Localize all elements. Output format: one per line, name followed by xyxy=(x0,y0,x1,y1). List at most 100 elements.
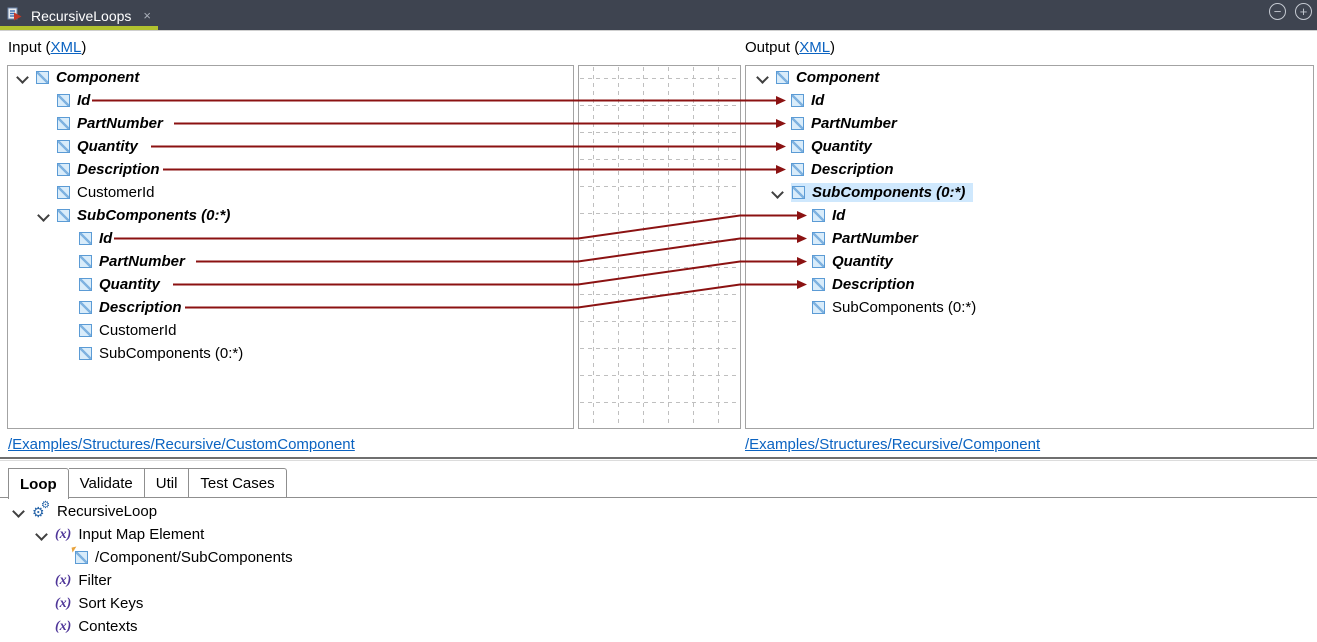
element-icon xyxy=(812,301,825,314)
loop-node-filter[interactable]: (x) Filter xyxy=(0,569,1317,592)
node-label: Quantity xyxy=(832,253,893,270)
output-structure-path-link[interactable]: /Examples/Structures/Recursive/Component xyxy=(745,436,1041,453)
element-icon xyxy=(812,209,825,222)
collapse-button[interactable]: − xyxy=(1269,3,1286,20)
input-node-id[interactable]: Id xyxy=(8,89,573,112)
input-node-sub-partnumber[interactable]: PartNumber xyxy=(8,250,573,273)
output-node-description[interactable]: Description xyxy=(746,158,1313,181)
node-label: Description xyxy=(832,276,915,293)
selection-highlight: SubComponents (0:*) xyxy=(791,183,974,202)
node-label: Component xyxy=(56,69,140,86)
node-label: /Component/SubComponents xyxy=(95,549,293,566)
output-node-partnumber[interactable]: PartNumber xyxy=(746,112,1313,135)
input-node-sub-customerid[interactable]: CustomerId xyxy=(8,319,573,342)
node-label: PartNumber xyxy=(99,253,185,270)
input-node-description[interactable]: Description xyxy=(8,158,573,181)
node-label: Quantity xyxy=(77,138,138,155)
tab-close-icon[interactable]: × xyxy=(143,8,151,23)
output-node-sub-quantity[interactable]: Quantity xyxy=(746,250,1313,273)
expand-button[interactable]: + xyxy=(1295,3,1312,20)
output-node-component[interactable]: Component xyxy=(746,66,1313,89)
node-label: SubComponents (0:*) xyxy=(812,184,966,201)
chevron-down-icon[interactable] xyxy=(14,70,30,86)
node-label: Sort Keys xyxy=(78,595,144,612)
chevron-down-icon[interactable] xyxy=(33,527,49,543)
output-node-sub-subcomponents[interactable]: SubComponents (0:*) xyxy=(746,296,1313,319)
node-label: SubComponents (0:*) xyxy=(99,345,244,362)
output-node-subcomponents-selected[interactable]: SubComponents (0:*) xyxy=(746,181,1313,204)
horizontal-splitter[interactable] xyxy=(0,457,1317,461)
input-node-sub-subcomponents[interactable]: SubComponents (0:*) xyxy=(8,342,573,365)
input-node-sub-id[interactable]: Id xyxy=(8,227,573,250)
output-node-sub-id[interactable]: Id xyxy=(746,204,1313,227)
input-node-partnumber[interactable]: PartNumber xyxy=(8,112,573,135)
expression-icon: (x) xyxy=(55,526,72,542)
node-label: PartNumber xyxy=(811,115,897,132)
tab-title: RecursiveLoops xyxy=(31,7,132,24)
loop-node-recursiveloop[interactable]: ⚙ ⚙ RecursiveLoop xyxy=(0,500,1317,523)
tab-validate[interactable]: Validate xyxy=(68,468,145,497)
tab-loop[interactable]: Loop xyxy=(8,468,69,499)
element-icon xyxy=(812,232,825,245)
expression-icon: (x) xyxy=(55,595,72,611)
chevron-down-icon[interactable] xyxy=(35,208,51,224)
element-icon xyxy=(791,94,804,107)
element-icon xyxy=(79,324,92,337)
loop-node-input-map-element[interactable]: (x) Input Map Element xyxy=(0,523,1317,546)
active-tab-underline xyxy=(0,26,158,30)
node-label: CustomerId xyxy=(77,184,155,201)
output-section-label: Output (XML) xyxy=(745,39,835,56)
node-label: RecursiveLoop xyxy=(57,503,158,520)
output-node-id[interactable]: Id xyxy=(746,89,1313,112)
element-icon xyxy=(57,94,70,107)
output-node-sub-partnumber[interactable]: PartNumber xyxy=(746,227,1313,250)
expression-icon: (x) xyxy=(55,572,72,588)
node-label: CustomerId xyxy=(99,322,177,339)
output-label-suffix: ) xyxy=(830,39,836,56)
element-icon xyxy=(79,232,92,245)
element-icon xyxy=(79,278,92,291)
loop-node-sort-keys[interactable]: (x) Sort Keys xyxy=(0,592,1317,615)
loop-config-tree: ⚙ ⚙ RecursiveLoop (x) Input Map Element … xyxy=(0,500,1317,638)
tab-label: Test Cases xyxy=(200,474,275,492)
input-label-text: Input ( xyxy=(8,39,51,56)
node-label: Id xyxy=(77,92,91,109)
tab-test-cases[interactable]: Test Cases xyxy=(189,468,287,497)
input-node-customerid[interactable]: CustomerId xyxy=(8,181,573,204)
output-xml-link[interactable]: XML xyxy=(799,39,831,56)
chevron-down-icon[interactable] xyxy=(769,185,785,201)
node-label: SubComponents (0:*) xyxy=(832,299,977,316)
node-label: Id xyxy=(832,207,846,224)
output-node-quantity[interactable]: Quantity xyxy=(746,135,1313,158)
input-xml-link[interactable]: XML xyxy=(50,39,82,56)
element-icon xyxy=(791,140,804,153)
chevron-down-icon[interactable] xyxy=(754,70,770,86)
panel-buttons: − + xyxy=(1269,3,1312,20)
element-icon xyxy=(57,186,70,199)
element-icon xyxy=(79,301,92,314)
input-structure-path-link[interactable]: /Examples/Structures/Recursive/CustomCom… xyxy=(8,436,355,453)
input-node-quantity[interactable]: Quantity xyxy=(8,135,573,158)
output-node-sub-description[interactable]: Description xyxy=(746,273,1313,296)
input-node-sub-description[interactable]: Description xyxy=(8,296,573,319)
tab-util[interactable]: Util xyxy=(144,468,190,497)
element-icon xyxy=(57,117,70,130)
tab-label: Loop xyxy=(20,475,57,493)
mapping-grid-panel[interactable] xyxy=(578,65,741,429)
chevron-down-icon[interactable] xyxy=(10,504,26,520)
element-icon xyxy=(57,163,70,176)
input-node-sub-quantity[interactable]: Quantity xyxy=(8,273,573,296)
loop-node-component-subcomponents-path[interactable]: /Component/SubComponents xyxy=(0,546,1317,569)
node-label: PartNumber xyxy=(832,230,918,247)
element-icon xyxy=(79,255,92,268)
loop-node-contexts[interactable]: (x) Contexts xyxy=(0,615,1317,638)
element-icon xyxy=(36,71,49,84)
input-node-subcomponents[interactable]: SubComponents (0:*) xyxy=(8,204,573,227)
document-tab[interactable]: RecursiveLoops × xyxy=(0,0,163,31)
titlebar: RecursiveLoops × − + xyxy=(0,0,1317,31)
output-tree-panel: Component Id PartNumber Quantity Descrip… xyxy=(745,65,1314,429)
gear-glyph: ⚙ xyxy=(41,499,50,511)
element-icon xyxy=(57,140,70,153)
input-node-component[interactable]: Component xyxy=(8,66,573,89)
input-section-label: Input (XML) xyxy=(8,39,86,56)
